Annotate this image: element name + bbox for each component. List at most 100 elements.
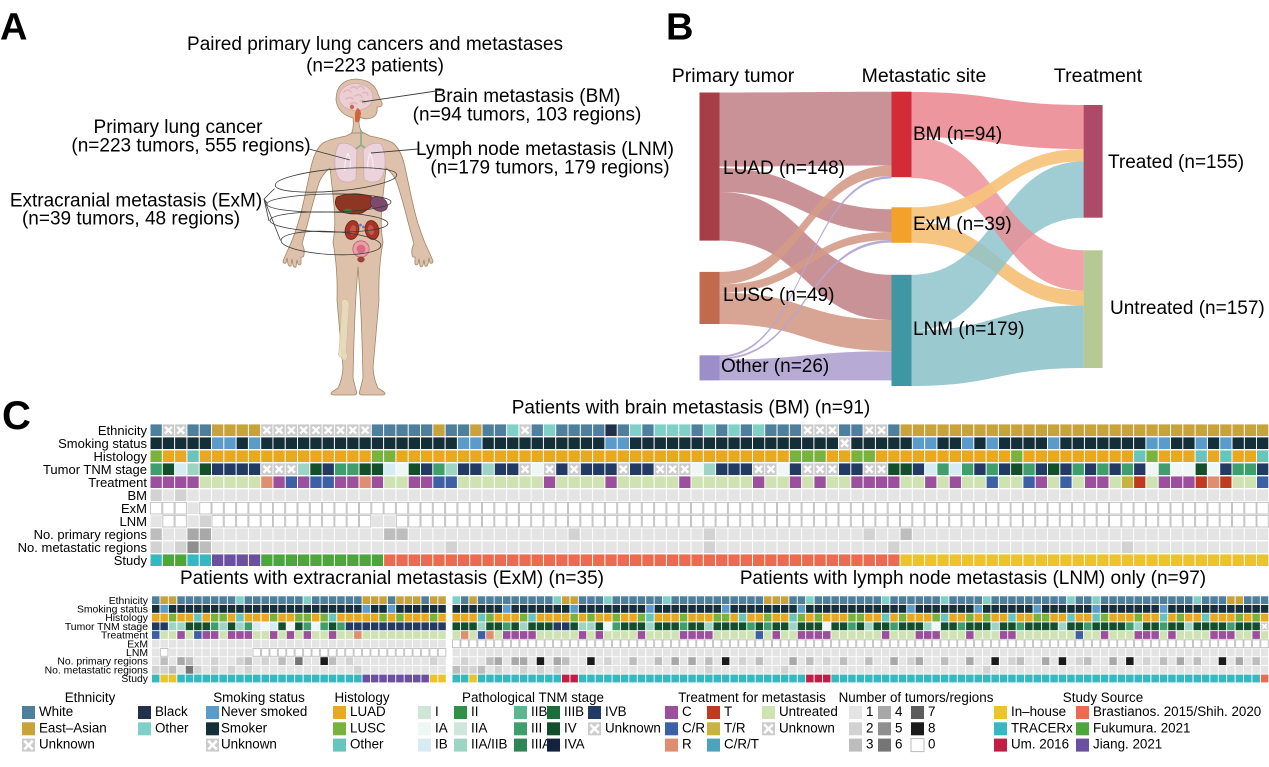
svg-text:Treatment: Treatment [1054, 65, 1143, 87]
svg-text:Smoking status: Smoking status [77, 605, 148, 616]
svg-text:Treated (n=155): Treated (n=155) [1108, 152, 1244, 173]
svg-text:IIA/IIB: IIA/IIB [471, 737, 508, 752]
svg-text:Jiang. 2021: Jiang. 2021 [1093, 737, 1162, 752]
svg-text:LUSC: LUSC [350, 720, 386, 735]
svg-text:Brastianos. 2015/Shih. 2020: Brastianos. 2015/Shih. 2020 [1093, 704, 1261, 719]
svg-text:Patients with lymph node metas: Patients with lymph node metastasis (LNM… [740, 568, 1206, 589]
svg-text:IB: IB [435, 737, 448, 752]
svg-text:Smoking status: Smoking status [213, 690, 305, 705]
svg-text:C: C [682, 704, 692, 719]
svg-text:BM: BM [128, 488, 148, 503]
svg-text:No. metastatic regions: No. metastatic regions [18, 540, 148, 555]
svg-text:ExM: ExM [127, 639, 148, 650]
svg-text:5: 5 [895, 720, 902, 735]
svg-text:Metastatic site: Metastatic site [862, 65, 987, 87]
svg-text:Ethnicity: Ethnicity [65, 690, 116, 705]
svg-text:Untreated: Untreated [779, 704, 838, 719]
svg-text:6: 6 [895, 737, 902, 752]
svg-text:2: 2 [866, 720, 873, 735]
svg-text:Unknown: Unknown [779, 720, 835, 735]
svg-text:(n=94 tumors, 103 regions): (n=94 tumors, 103 regions) [413, 105, 642, 126]
svg-text:Primary lung cancer: Primary lung cancer [94, 117, 264, 138]
svg-text:Paired primary lung cancers an: Paired primary lung cancers and metastas… [187, 34, 563, 55]
svg-text:4: 4 [895, 704, 903, 719]
svg-text:0: 0 [928, 737, 935, 752]
svg-text:Unknown: Unknown [39, 737, 95, 752]
svg-text:Fukumura. 2021: Fukumura. 2021 [1093, 720, 1191, 735]
svg-text:Brain metastasis (BM): Brain metastasis (BM) [434, 86, 621, 107]
svg-text:8: 8 [928, 720, 935, 735]
svg-text:Smoking status: Smoking status [58, 436, 147, 451]
svg-text:Patients with extracranial met: Patients with extracranial metastasis (E… [180, 568, 604, 589]
svg-text:Tumor TNM stage: Tumor TNM stage [65, 622, 148, 633]
svg-text:Other: Other [350, 737, 384, 752]
svg-text:Patients with brain metastasis: Patients with brain metastasis (BM) (n=9… [512, 398, 871, 419]
svg-text:(n=39 tumors, 48 regions): (n=39 tumors, 48 regions) [22, 209, 240, 230]
svg-text:Treatment for metastasis: Treatment for metastasis [678, 690, 826, 705]
svg-text:ExM (n=39): ExM (n=39) [913, 214, 1012, 235]
svg-text:IIA: IIA [471, 720, 487, 735]
svg-text:IIIA: IIIA [531, 737, 551, 752]
svg-text:(n=223 patients): (n=223 patients) [306, 56, 444, 77]
svg-text:Unknown: Unknown [605, 720, 661, 735]
svg-text:R: R [682, 737, 692, 752]
svg-text:Unknown: Unknown [221, 737, 277, 752]
svg-text:Ethnicity: Ethnicity [109, 596, 149, 607]
svg-text:LUAD (n=148): LUAD (n=148) [723, 158, 845, 179]
svg-text:Ethnicity: Ethnicity [98, 423, 148, 438]
svg-text:Treatment: Treatment [101, 631, 148, 642]
svg-text:Black: Black [155, 704, 188, 719]
svg-text:IA: IA [435, 720, 448, 735]
svg-text:Smoker: Smoker [221, 720, 268, 735]
svg-text:LUSC (n=49): LUSC (n=49) [723, 285, 834, 306]
svg-text:Histology: Histology [94, 449, 148, 464]
svg-text:Untreated (n=157): Untreated (n=157) [1110, 298, 1265, 319]
svg-text:LNM: LNM [126, 648, 148, 659]
svg-text:Study: Study [121, 674, 148, 685]
svg-text:T/R: T/R [724, 720, 746, 735]
svg-text:Never smoked: Never smoked [221, 704, 307, 719]
svg-text:Study: Study [114, 553, 148, 568]
svg-text:Tumor TNM stage: Tumor TNM stage [43, 462, 147, 477]
svg-text:III: III [531, 720, 542, 735]
svg-text:Other: Other [155, 720, 189, 735]
svg-text:IIIB: IIIB [564, 704, 584, 719]
svg-text:Pathological TNM stage: Pathological TNM stage [462, 690, 604, 705]
svg-text:Primary tumor: Primary tumor [672, 65, 795, 87]
svg-text:IIB: IIB [531, 704, 547, 719]
svg-text:Histology: Histology [334, 690, 389, 705]
svg-text:Study Source: Study Source [1063, 690, 1143, 705]
svg-text:LNM: LNM [120, 514, 147, 529]
svg-text:No. metastatic regions: No. metastatic regions [45, 665, 148, 676]
svg-text:In–house: In–house [1011, 704, 1066, 719]
svg-text:White: White [39, 704, 73, 719]
svg-text:II: II [471, 704, 478, 719]
svg-text:No. primary regions: No. primary regions [34, 527, 148, 542]
svg-text:A: A [0, 7, 27, 49]
svg-text:3: 3 [866, 737, 873, 752]
svg-text:C/R/T: C/R/T [724, 737, 759, 752]
svg-text:(n=179 tumors, 179 regions): (n=179 tumors, 179 regions) [430, 158, 669, 179]
svg-text:East–Asian: East–Asian [39, 720, 107, 735]
svg-text:No. primary regions: No. primary regions [57, 657, 148, 668]
svg-text:Extracranial metastasis (ExM): Extracranial metastasis (ExM) [10, 191, 262, 212]
svg-text:LNM (n=179): LNM (n=179) [913, 319, 1024, 340]
svg-text:Um. 2016: Um. 2016 [1011, 737, 1069, 752]
svg-text:Lymph node metastasis (LNM): Lymph node metastasis (LNM) [416, 139, 674, 160]
svg-text:7: 7 [928, 704, 935, 719]
svg-text:Other (n=26): Other (n=26) [721, 356, 829, 377]
svg-text:BM (n=94): BM (n=94) [913, 124, 1002, 145]
svg-text:Histology: Histology [105, 613, 149, 624]
svg-text:TRACERx: TRACERx [1011, 720, 1073, 735]
svg-text:Treatment: Treatment [88, 475, 147, 490]
svg-text:Number of tumors/regions: Number of tumors/regions [839, 690, 994, 705]
svg-text:T: T [724, 704, 732, 719]
svg-text:IVA: IVA [564, 737, 585, 752]
svg-text:IVB: IVB [605, 704, 627, 719]
svg-text:B: B [666, 7, 693, 49]
svg-text:C/R: C/R [682, 720, 705, 735]
svg-text:ExM: ExM [121, 501, 147, 516]
svg-text:1: 1 [866, 704, 873, 719]
svg-text:(n=223 tumors, 555 regions): (n=223 tumors, 555 regions) [71, 136, 310, 157]
svg-text:LUAD: LUAD [350, 704, 386, 719]
